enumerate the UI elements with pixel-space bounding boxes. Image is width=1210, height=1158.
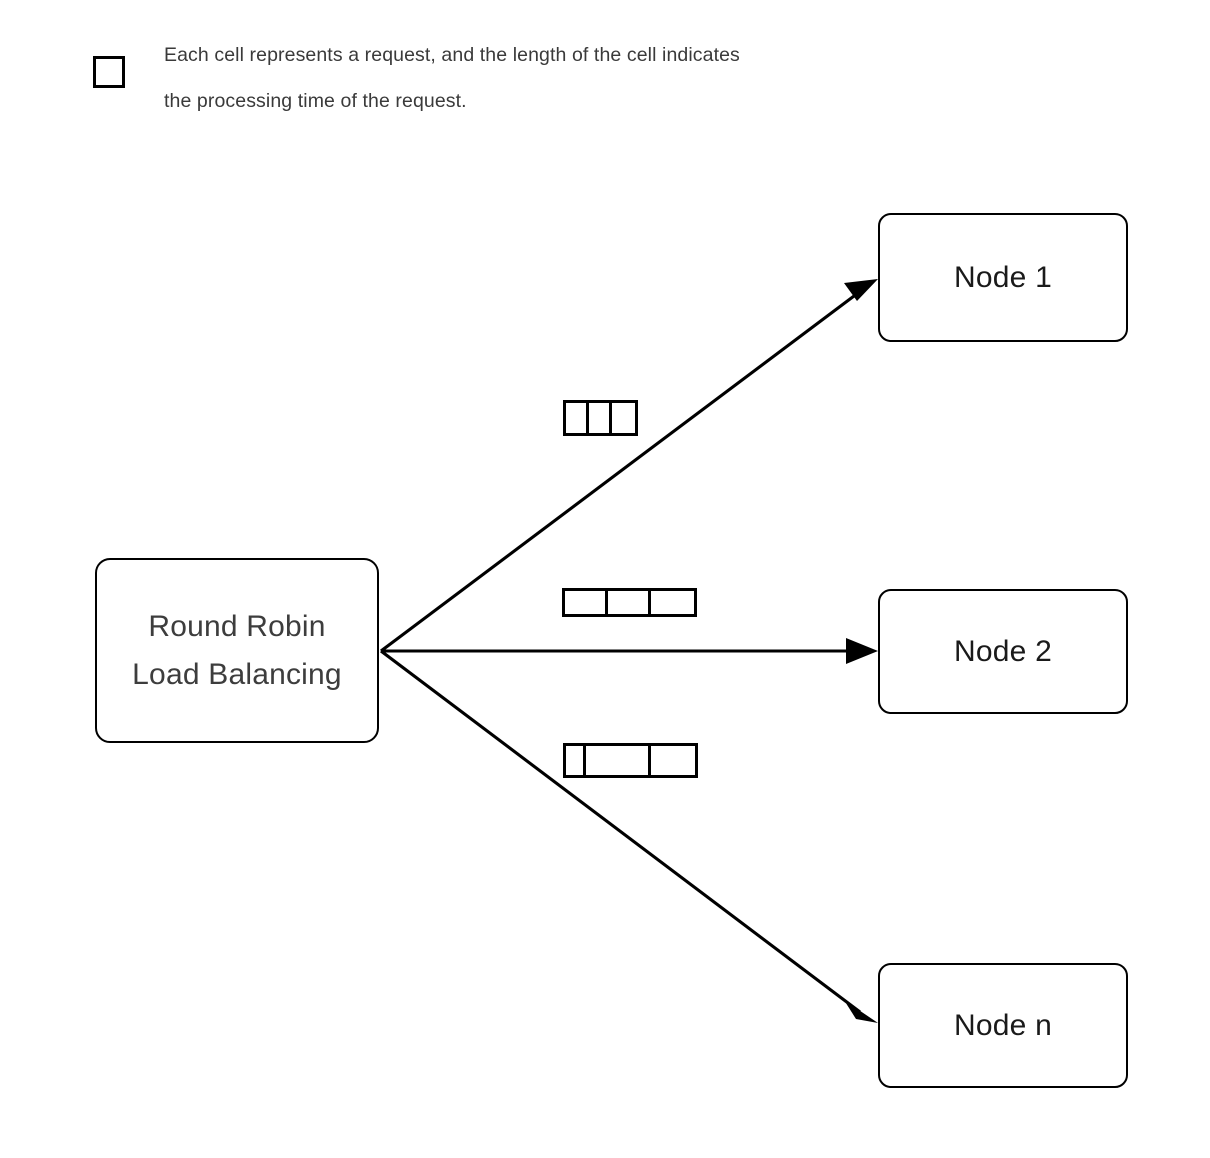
legend-caption-line-2: the processing time of the request.	[164, 90, 467, 112]
request-queue-node-n	[563, 743, 698, 778]
request-cell	[651, 746, 695, 775]
request-queue-node-1	[563, 400, 638, 436]
request-cell	[565, 591, 608, 614]
node-box-node-1[interactable]: Node 1	[878, 213, 1128, 342]
request-cell	[566, 403, 589, 433]
source-label-line-2: Load Balancing	[132, 657, 342, 691]
arrow-to-node-2	[381, 638, 878, 664]
request-cell	[589, 403, 612, 433]
legend-caption: Each cell represents a request, and the …	[164, 32, 740, 124]
node-box-node-n[interactable]: Node n	[878, 963, 1128, 1088]
request-cell	[608, 591, 651, 614]
node-label: Node 2	[954, 634, 1052, 668]
legend: Each cell represents a request, and the …	[88, 32, 988, 124]
empty-square-icon	[93, 56, 125, 88]
request-cell	[651, 591, 694, 614]
request-queue-node-2	[562, 588, 697, 617]
node-label: Node n	[954, 1008, 1052, 1042]
request-cell	[566, 746, 586, 775]
node-label: Node 1	[954, 260, 1052, 294]
legend-caption-line-1: Each cell represents a request, and the …	[164, 44, 740, 66]
source-label-line-1: Round Robin	[148, 609, 326, 643]
source-node-round-robin[interactable]: Round Robin Load Balancing	[95, 558, 379, 743]
request-cell	[586, 746, 651, 775]
arrow-to-node-n	[380, 649, 878, 1023]
node-box-node-2[interactable]: Node 2	[878, 589, 1128, 714]
request-cell	[612, 403, 635, 433]
